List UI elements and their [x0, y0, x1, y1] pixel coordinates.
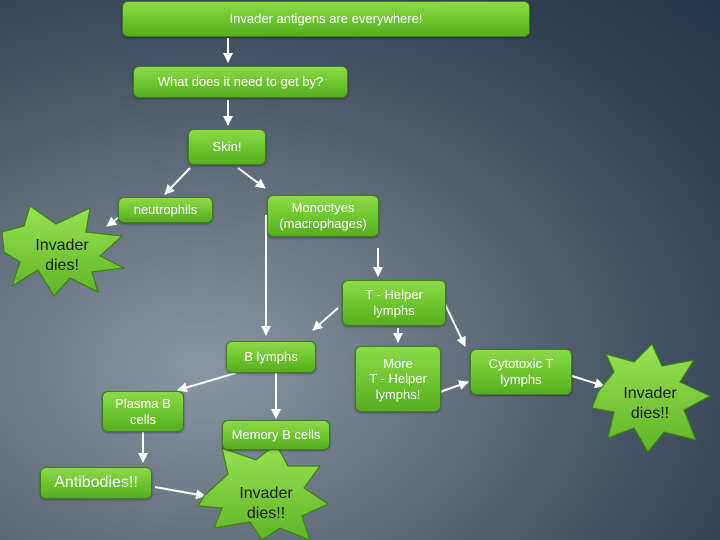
node-antibodies: Antibodies!!	[40, 467, 152, 499]
node-plasma-b: Plasma B cells	[102, 391, 184, 432]
node-neutrophils-text: neutrophils	[133, 202, 198, 218]
arrow-cytotoxic-to-invader	[571, 375, 605, 389]
arrow-thelper-to-cytotoxic	[444, 303, 466, 347]
node-b-lymphs: B lymphs	[226, 341, 316, 373]
node-monocytes: Monoctyes (macrophages)	[267, 195, 379, 237]
node-cytotoxic-t: Cytotoxic T lymphs	[470, 349, 572, 395]
node-memory-b-text: Memory B cells	[231, 427, 321, 443]
node-skin-text: Skin!	[212, 139, 242, 155]
arrow-more-thelper-to-cytotoxic	[439, 380, 469, 393]
node-invader-antigens: Invader antigens are everywhere!	[122, 1, 530, 37]
node-antibodies-text: Antibodies!!	[54, 474, 138, 492]
node-cytotoxic-t-text: Cytotoxic T lymphs	[488, 356, 554, 387]
node-what-need: What does it need to get by?	[133, 66, 348, 98]
invader-dies-burst-bottom	[196, 443, 330, 540]
node-memory-b: Memory B cells	[222, 420, 330, 450]
node-more-t-helper-text: More T - Helper lymphs!	[369, 355, 427, 402]
arrow-thelper-to-blymphs	[312, 307, 339, 331]
node-b-lymphs-text: B lymphs	[244, 349, 298, 365]
node-t-helper: T - Helper lymphs	[342, 280, 446, 326]
arrow-skin-to-monocytes	[237, 167, 266, 189]
node-neutrophils: neutrophils	[118, 197, 213, 223]
node-more-t-helper: More T - Helper lymphs!	[355, 346, 441, 412]
node-monocytes-text: Monoctyes (macrophages)	[279, 200, 367, 231]
node-skin: Skin!	[188, 129, 266, 165]
node-invader-antigens-text: Invader antigens are everywhere!	[229, 11, 423, 27]
arrow-blymphs-to-plasma	[177, 372, 237, 393]
node-what-need-text: What does it need to get by?	[157, 74, 324, 90]
node-plasma-b-text: Plasma B cells	[115, 395, 171, 427]
arrow-skin-to-neutrophils	[164, 167, 191, 195]
invader-dies-burst-left	[1, 205, 127, 298]
arrow-antibodies-to-invader	[154, 486, 206, 500]
invader-dies-burst-right	[591, 342, 712, 454]
node-t-helper-text: T - Helper lymphs	[365, 287, 423, 318]
